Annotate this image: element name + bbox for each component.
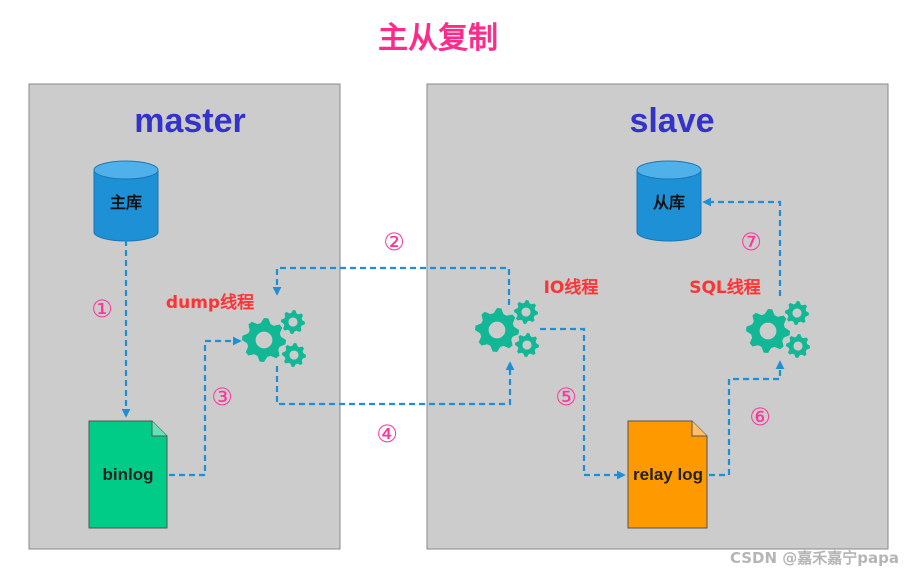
small-gear-icon [281,310,305,334]
step-7-label: ⑦ [740,228,762,256]
small-gear-icon [514,300,538,324]
slave-heading: slave [629,102,714,140]
io-thread-label: IO线程 [544,277,599,298]
large-gear-icon [475,308,519,352]
arrow-step-4 [275,361,515,406]
small-gear-icon [515,333,539,357]
master-db-icon [93,160,159,242]
arrow-step-6 [709,360,785,477]
small-gear-icon [282,343,306,367]
large-gear-icon [242,318,286,362]
binlog-document-icon [88,420,168,529]
step-6-label: ⑥ [749,403,771,431]
binlog-label: binlog [103,465,154,484]
diagram-title: 主从复制 [378,21,498,56]
step-1-label: ① [91,295,113,323]
dump-thread-label: dump线程 [166,292,254,313]
slave-db-icon [636,160,702,242]
relay-log-label: relay log [633,465,703,484]
slave-db-label: 从库 [653,193,685,212]
io-thread-gears-icon [475,300,539,357]
sql-thread-label: SQL线程 [689,277,761,298]
arrow-step-5 [540,327,626,480]
small-gear-icon [785,301,809,325]
dump-thread-gears-icon [242,310,306,367]
step-5-label: ⑤ [555,383,577,411]
step-3-label: ③ [211,383,233,411]
arrow-step-2 [272,266,511,305]
sql-thread-gears-icon [746,301,810,358]
small-gear-icon [786,334,810,358]
arrow-step-7 [702,197,782,296]
watermark: CSDN @嘉禾嘉宁papa [730,549,899,567]
step-2-label: ② [383,228,405,256]
master-db-label: 主库 [110,193,142,212]
large-gear-icon [746,309,790,353]
relay-log-document-icon [627,420,708,529]
step-4-label: ④ [376,420,398,448]
master-heading: master [134,102,246,140]
arrow-step-3 [169,336,242,477]
